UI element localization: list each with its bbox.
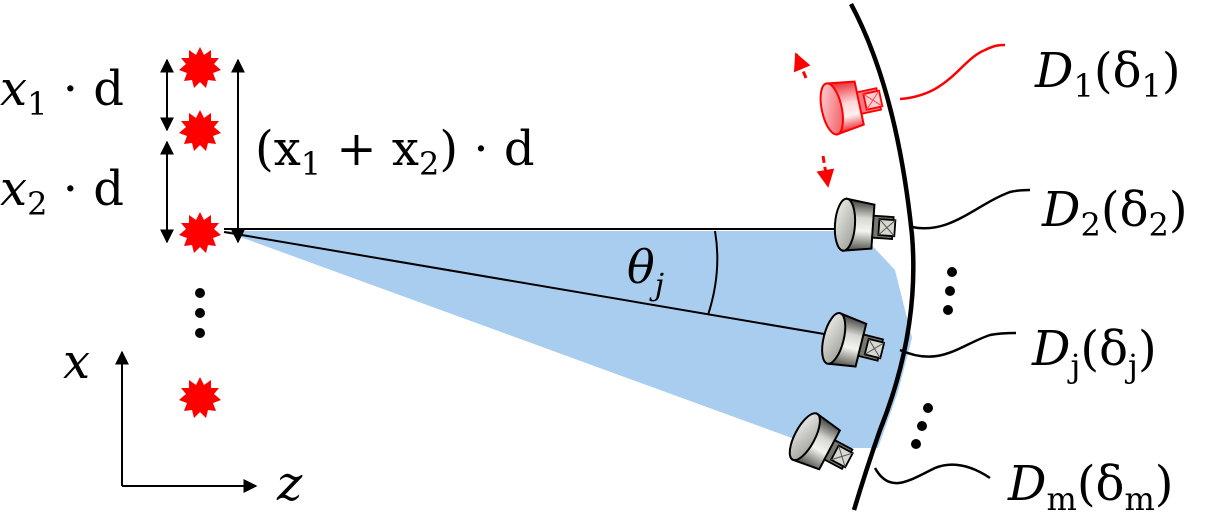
detector-dots [943, 305, 953, 315]
detector-ring [849, 2, 916, 511]
label-x2-d: x2 · d [0, 161, 124, 223]
cable-dj [899, 331, 1017, 358]
label-x1-d: x1 · d [0, 61, 124, 123]
label-d2: D2(δ2) [1041, 182, 1188, 244]
detector-dots [945, 286, 955, 296]
label-sum-d: (x1 + x2) · d [255, 121, 535, 183]
source-star-2 [179, 110, 221, 151]
cable-d1 [899, 43, 1006, 101]
source-star-4 [179, 377, 221, 418]
detector-dots [917, 421, 927, 431]
beam-center-ray [223, 231, 837, 337]
label-theta-j: θj [627, 240, 664, 303]
cable-d2 [911, 188, 1031, 230]
vertical-dot [195, 288, 205, 298]
beam-fan [224, 231, 912, 448]
axis-label-x: x [63, 334, 90, 390]
vertical-dot [195, 308, 205, 318]
cable-dm [873, 463, 991, 485]
label-d1: D1(δ1) [1034, 43, 1181, 105]
theta-arc [707, 230, 719, 316]
vertical-dot [195, 328, 205, 338]
label-dm: Dm(δm) [1007, 456, 1174, 518]
detector-dots [911, 439, 921, 449]
axis-label-z: z [276, 456, 303, 512]
detector-dots [947, 267, 957, 277]
label-dj: Dj(δj) [1031, 321, 1157, 385]
detector-dots [923, 403, 933, 413]
d1-motion-arrow-up [793, 52, 811, 79]
detector-d1-highlighted [815, 72, 888, 138]
source-star-1 [179, 47, 221, 88]
source-star-3 [179, 212, 221, 253]
d1-motion-arrow-down [816, 155, 835, 188]
detector-d2 [832, 197, 898, 256]
